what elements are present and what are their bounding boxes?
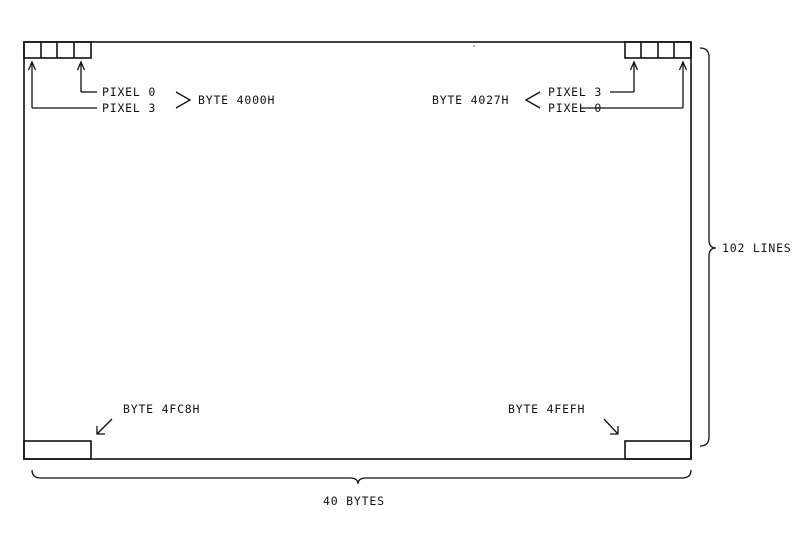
stray-dot [473, 45, 475, 47]
bottom-right-arrow [603, 418, 619, 435]
screen-frame [23, 41, 692, 460]
byte-4000h-cells [23, 41, 92, 59]
label-br-byte: BYTE 4FEFH [508, 402, 585, 416]
bytes-brace [31, 469, 692, 485]
lines-brace [699, 47, 717, 447]
label-tl-byte: BYTE 4000H [198, 93, 275, 107]
label-tr-pixel-a: PIXEL 3 [548, 85, 602, 99]
top-right-pixel-arrows [524, 60, 688, 109]
label-tr-byte: BYTE 4027H [432, 93, 509, 107]
label-bytes: 40 BYTES [323, 494, 385, 508]
bottom-left-arrow [96, 418, 113, 435]
byte-4027h-cells [624, 41, 692, 59]
byte-4fefh-cell [624, 440, 692, 460]
top-left-pixel-arrows [27, 60, 192, 109]
label-tr-pixel-b: PIXEL 0 [548, 101, 602, 115]
label-lines: 102 LINES [722, 241, 792, 255]
byte-4fc8h-cell [23, 440, 92, 460]
label-bl-byte: BYTE 4FC8H [123, 402, 200, 416]
label-tl-pixel-b: PIXEL 3 [102, 101, 156, 115]
label-tl-pixel-a: PIXEL 0 [102, 85, 156, 99]
